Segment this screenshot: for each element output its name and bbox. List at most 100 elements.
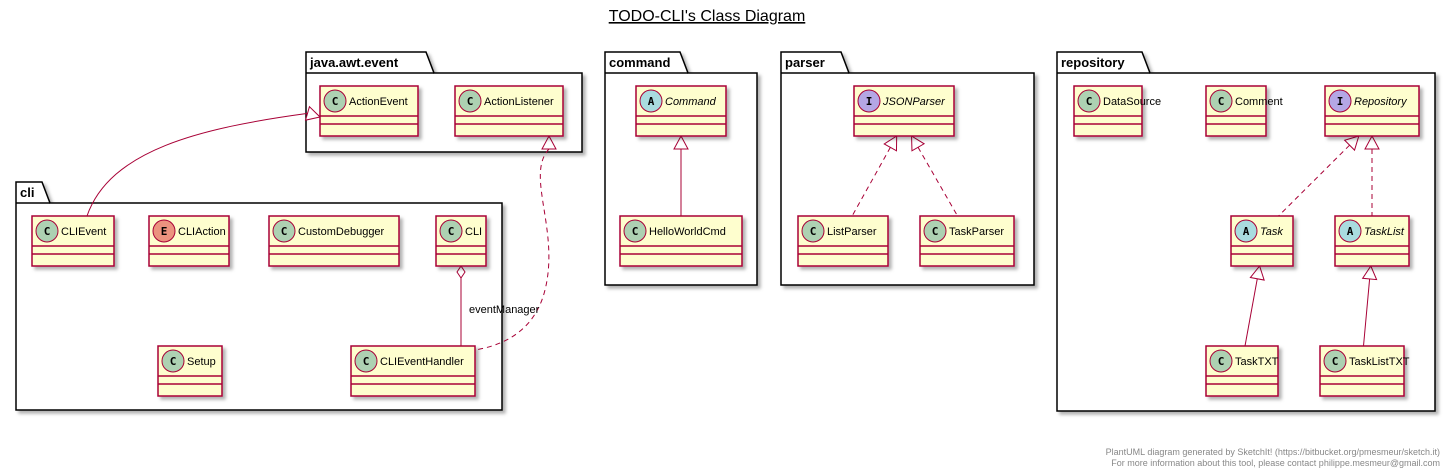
relation-task-list-txt-to-task-list (1361, 264, 1378, 347)
relations-layer: eventManager (86, 105, 1380, 351)
stereotype-letter: C (1218, 355, 1225, 368)
stereotype-letter: A (1347, 225, 1354, 238)
package-label: command (609, 55, 670, 70)
class-name: JSONParser (882, 96, 946, 108)
package-label: java.awt.event (309, 55, 399, 70)
relation-task-to-repository (1278, 135, 1360, 217)
class-repository[interactable]: I Repository (1324, 85, 1420, 137)
stereotype-letter: C (170, 355, 177, 368)
class-stereotype-icon (323, 89, 347, 113)
class-name: Setup (187, 356, 216, 368)
class-action-listener[interactable]: C ActionListener (454, 85, 564, 137)
class-stereotype-icon (1077, 89, 1101, 113)
stereotype-letter: I (866, 95, 873, 108)
stereotype-letter: C (44, 225, 51, 238)
class-name: CLIEventHandler (380, 356, 464, 368)
stereotype-letter: E (161, 225, 168, 238)
class-name: CLIAction (178, 226, 226, 238)
class-name: DataSource (1103, 96, 1161, 108)
abstract-stereotype-icon (1234, 219, 1258, 243)
class-clievent[interactable]: C CLIEvent (31, 215, 115, 267)
class-stereotype-icon (623, 219, 647, 243)
package-label: cli (20, 185, 34, 200)
class-name: Comment (1235, 96, 1283, 108)
class-name: TaskParser (949, 226, 1004, 238)
abstract-stereotype-icon (639, 89, 663, 113)
footer-contact-note: For more information about this tool, pl… (1111, 458, 1440, 468)
class-task-txt[interactable]: C TaskTXT (1205, 345, 1279, 397)
class-name: CLI (465, 226, 482, 238)
class-command[interactable]: A Command (635, 85, 727, 137)
relation-task-list-to-repository (1364, 134, 1380, 216)
class-name: Repository (1354, 96, 1408, 108)
footer-generator-note: PlantUML diagram generated by SketchIt! … (1106, 447, 1440, 457)
class-name: HelloWorldCmd (649, 226, 726, 238)
class-name: Task (1260, 226, 1283, 238)
interface-stereotype-icon (857, 89, 881, 113)
stereotype-letter: C (932, 225, 939, 238)
relation-hello-world-cmd-to-command (673, 134, 689, 216)
class-task[interactable]: A Task (1230, 215, 1294, 267)
class-stereotype-icon (1209, 349, 1233, 373)
class-setup[interactable]: C Setup (157, 345, 223, 397)
class-name: ActionEvent (349, 96, 408, 108)
package-label: repository (1061, 55, 1125, 70)
class-list-parser[interactable]: C ListParser (797, 215, 889, 267)
class-custom-debugger[interactable]: C CustomDebugger (268, 215, 400, 267)
class-stereotype-icon (161, 349, 185, 373)
class-hello-world-cmd[interactable]: C HelloWorldCmd (619, 215, 743, 267)
relation-clievent-to-action-event (86, 105, 322, 217)
relation-label: eventManager (469, 304, 540, 316)
relation-clievent-handler-to-action-listener (474, 134, 557, 351)
class-action-event[interactable]: C ActionEvent (319, 85, 419, 137)
class-clievent-handler[interactable]: C CLIEventHandler (350, 345, 476, 397)
class-name: CustomDebugger (298, 226, 385, 238)
stereotype-letter: C (332, 95, 339, 108)
class-stereotype-icon (439, 219, 463, 243)
stereotype-letter: C (810, 225, 817, 238)
class-name: Command (665, 96, 717, 108)
diagram-title: TODO-CLI's Class Diagram (609, 8, 806, 25)
relation-list-parser-to-jsonparser (851, 135, 898, 217)
relation-task-parser-to-jsonparser (911, 135, 958, 217)
stereotype-letter: C (1218, 95, 1225, 108)
class-stereotype-icon (272, 219, 296, 243)
class-stereotype-icon (1323, 349, 1347, 373)
stereotype-letter: C (363, 355, 370, 368)
stereotype-letter: C (632, 225, 639, 238)
class-stereotype-icon (801, 219, 825, 243)
class-stereotype-icon (458, 89, 482, 113)
interface-stereotype-icon (1328, 89, 1352, 113)
class-stereotype-icon (35, 219, 59, 243)
class-name: TaskListTXT (1349, 356, 1410, 368)
class-task-list[interactable]: A TaskList (1334, 215, 1410, 267)
class-task-parser[interactable]: C TaskParser (919, 215, 1015, 267)
class-data-source[interactable]: C DataSource (1073, 85, 1161, 137)
abstract-stereotype-icon (1338, 219, 1362, 243)
stereotype-letter: C (1086, 95, 1093, 108)
relation-clievent-handler-to-cli: eventManager (456, 265, 540, 346)
class-name: ActionListener (484, 96, 554, 108)
class-comment[interactable]: C Comment (1205, 85, 1283, 137)
enum-stereotype-icon (152, 219, 176, 243)
class-name: TaskList (1364, 226, 1405, 238)
class-cliaction[interactable]: E CLIAction (148, 215, 230, 267)
class-stereotype-icon (923, 219, 947, 243)
stereotype-letter: C (281, 225, 288, 238)
inheritance-arrowhead (1249, 264, 1265, 281)
stereotype-letter: C (1332, 355, 1339, 368)
stereotype-letter: A (648, 95, 655, 108)
class-name: TaskTXT (1235, 356, 1279, 368)
class-task-list-txt[interactable]: C TaskListTXT (1319, 345, 1410, 397)
class-jsonparser[interactable]: I JSONParser (853, 85, 955, 137)
class-name: CLIEvent (61, 226, 106, 238)
package-label: parser (785, 55, 825, 70)
stereotype-letter: C (467, 95, 474, 108)
stereotype-letter: I (1337, 95, 1344, 108)
class-stereotype-icon (1209, 89, 1233, 113)
stereotype-letter: A (1243, 225, 1250, 238)
class-name: ListParser (827, 226, 877, 238)
